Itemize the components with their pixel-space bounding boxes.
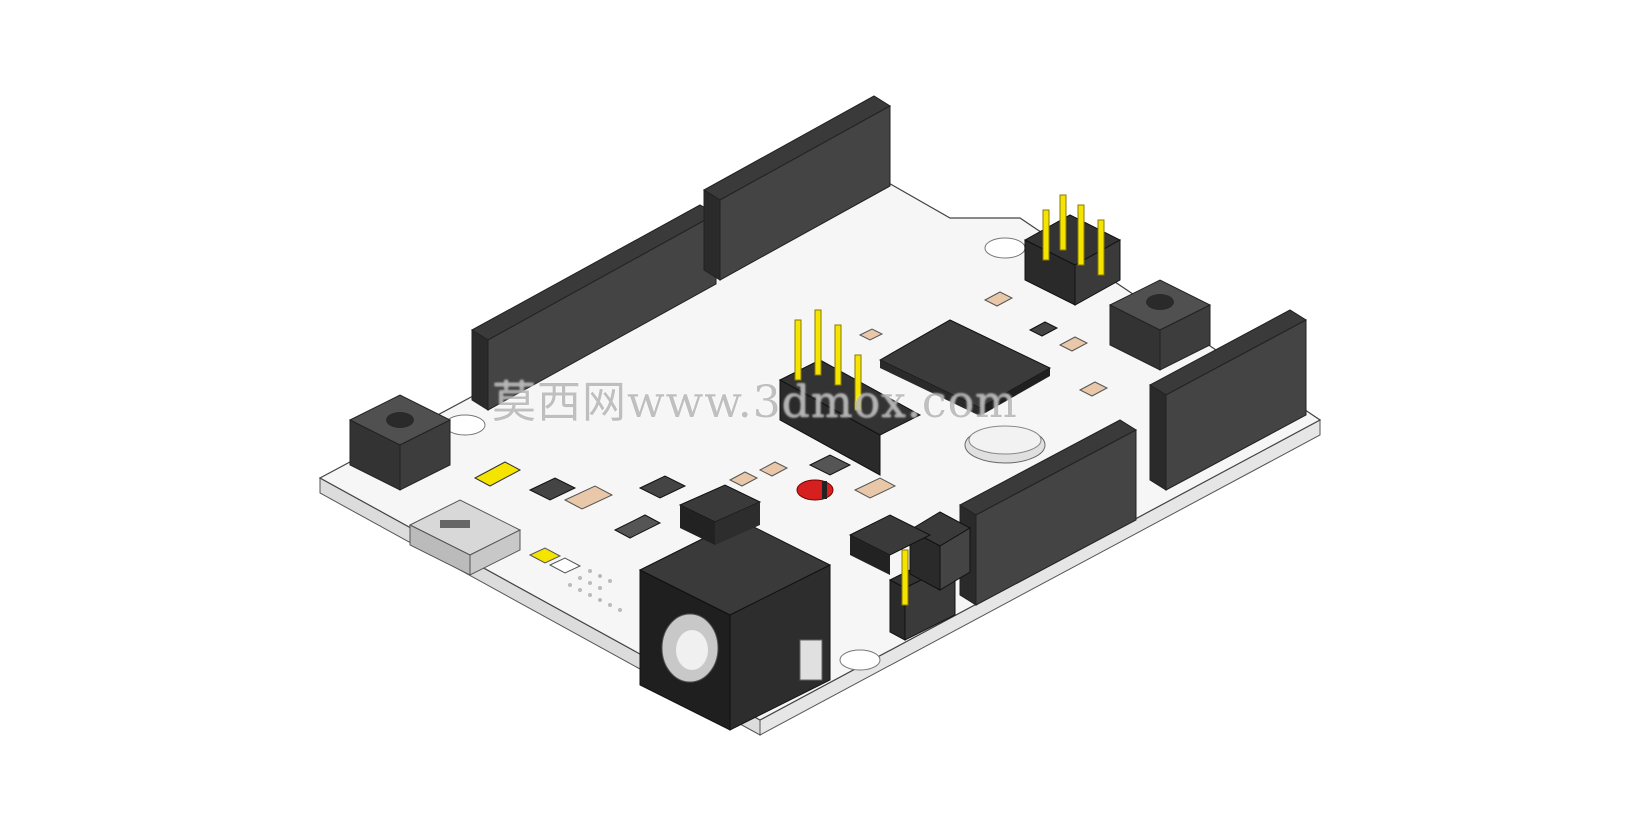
mounting-hole [984, 237, 1026, 259]
pin-header-female-right [1149, 309, 1307, 491]
pin-header-male-top [1023, 194, 1122, 306]
push-button-right [1108, 279, 1212, 371]
smd-regulator [678, 484, 762, 545]
crystal-oscillator [964, 425, 1046, 464]
pin-header-female-long [703, 95, 891, 281]
push-button-left [348, 394, 452, 491]
smd-components [473, 291, 1109, 574]
via-dots [568, 569, 622, 612]
pin-header-male-center [778, 309, 922, 476]
micro-usb-connector [408, 499, 522, 576]
smd-regulator-right [848, 514, 932, 575]
microcontroller-chip [878, 319, 1052, 416]
pin-header-female-bottom [959, 419, 1137, 606]
mounting-hole [444, 414, 486, 436]
mounting-hole [839, 649, 881, 671]
diode [796, 479, 834, 501]
